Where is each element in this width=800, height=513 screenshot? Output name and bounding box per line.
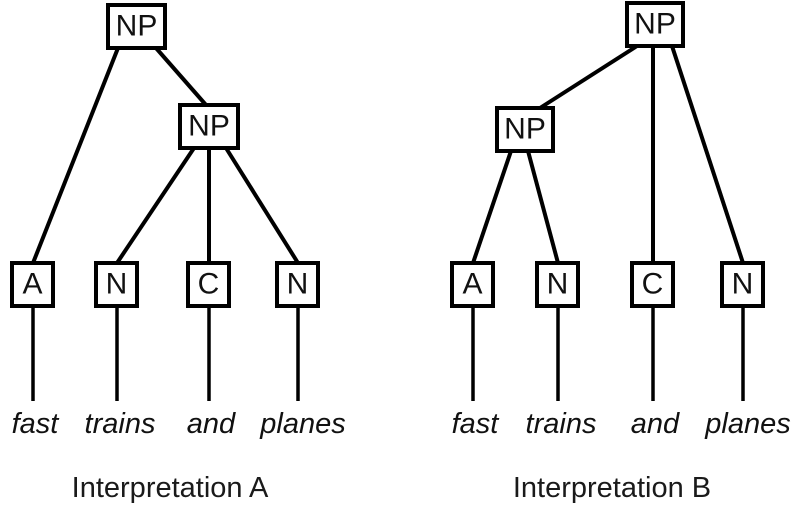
tree-edge bbox=[31, 47, 120, 264]
terminal-word: planes bbox=[704, 408, 790, 440]
node-label: N bbox=[287, 267, 309, 300]
terminal-word: and bbox=[631, 408, 680, 440]
tree-edge bbox=[471, 150, 513, 264]
tree-edge bbox=[526, 150, 560, 264]
node-box-c[interactable] bbox=[186, 261, 231, 308]
terminal-word: trains bbox=[85, 408, 156, 440]
node-label: A bbox=[22, 267, 42, 300]
tree-edge bbox=[670, 45, 745, 264]
node-box-a[interactable] bbox=[10, 261, 55, 308]
node-box-np[interactable] bbox=[495, 106, 555, 153]
terminal-word: fast bbox=[452, 408, 501, 440]
terminal-word: fast bbox=[12, 408, 61, 440]
node-label: NP bbox=[188, 109, 230, 142]
tree-edge bbox=[538, 44, 639, 110]
node-label: NP bbox=[634, 7, 676, 40]
node-label: A bbox=[462, 267, 482, 300]
tree-edge bbox=[224, 146, 300, 265]
node-label: C bbox=[642, 267, 664, 300]
node-label: NP bbox=[116, 9, 158, 42]
terminal-word: planes bbox=[259, 408, 345, 440]
node-box-np[interactable] bbox=[178, 103, 240, 150]
node-box-n[interactable] bbox=[720, 261, 765, 308]
node-box-n[interactable] bbox=[535, 261, 580, 308]
terminal-word: and bbox=[187, 408, 236, 440]
node-label: N bbox=[732, 267, 754, 300]
node-label: N bbox=[547, 267, 569, 300]
node-label: C bbox=[198, 267, 220, 300]
node-box-a[interactable] bbox=[450, 261, 495, 308]
node-label: N bbox=[106, 267, 128, 300]
node-box-c[interactable] bbox=[630, 261, 675, 308]
terminal-word: trains bbox=[526, 408, 597, 440]
node-box-np[interactable] bbox=[106, 3, 167, 50]
node-box-np[interactable] bbox=[625, 1, 685, 48]
tree-edge bbox=[154, 46, 208, 107]
tree-edge bbox=[115, 146, 196, 265]
tree-caption: Interpretation A bbox=[72, 472, 269, 504]
node-box-n[interactable] bbox=[94, 261, 139, 308]
tree-caption: Interpretation B bbox=[513, 472, 711, 504]
node-label: NP bbox=[504, 112, 546, 145]
node-box-n[interactable] bbox=[275, 261, 320, 308]
